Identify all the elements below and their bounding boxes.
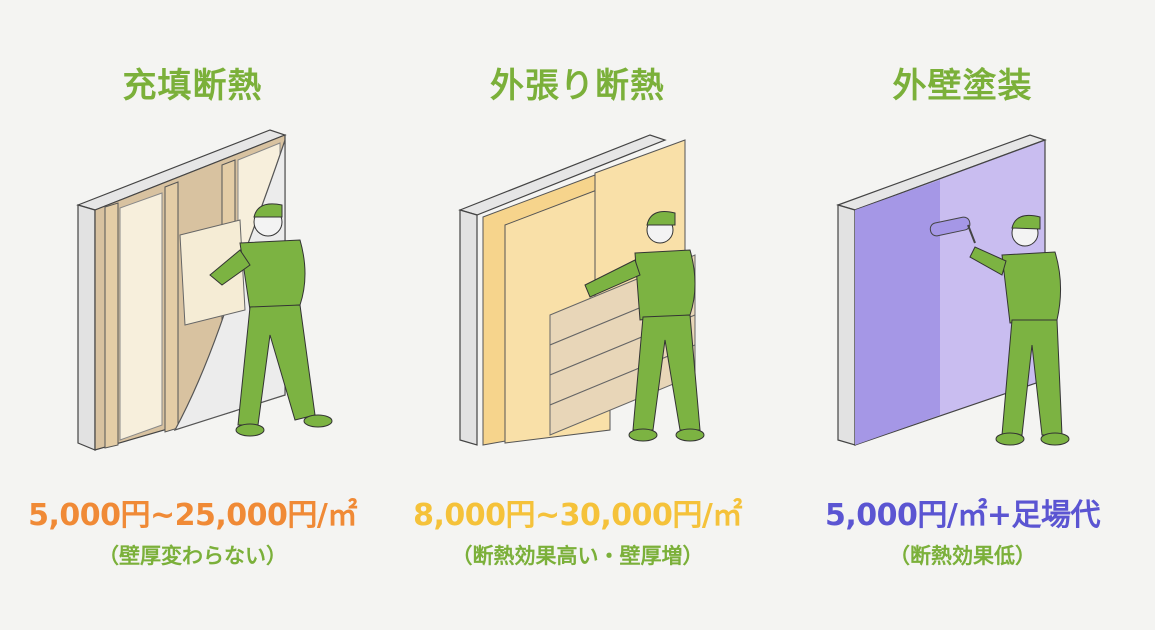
price-note: （壁厚変わらない） bbox=[98, 544, 287, 568]
exterior-board-insulation-illustration bbox=[458, 134, 705, 446]
method-title: 外張り断熱 bbox=[490, 66, 665, 106]
wall-painting-illustration bbox=[836, 134, 1070, 446]
price-range: 5,000円~25,000円/㎡ bbox=[28, 498, 357, 533]
wall-cavity-insulation-illustration bbox=[76, 129, 333, 451]
price-note: （断熱効果高い・壁厚増） bbox=[451, 544, 704, 568]
method-card-wall-painting: 外壁塗装 5,000円/㎡+足場代 （断熱効果低） bbox=[770, 0, 1155, 630]
method-title: 外壁塗装 bbox=[892, 66, 1033, 106]
method-card-cavity-insulation: 充填断熱 5,000円~25,000円/㎡ （壁厚変わらない） bbox=[0, 0, 385, 630]
method-title: 充填断熱 bbox=[122, 66, 263, 106]
method-card-exterior-insulation: 外張り断熱 8,000円~30,000円/㎡ （断熱効果高い・壁厚増） bbox=[385, 0, 770, 630]
price-range: 5,000円/㎡+足場代 bbox=[825, 498, 1101, 533]
price-range: 8,000円~30,000円/㎡ bbox=[413, 498, 742, 533]
price-note: （断熱効果低） bbox=[889, 544, 1036, 568]
